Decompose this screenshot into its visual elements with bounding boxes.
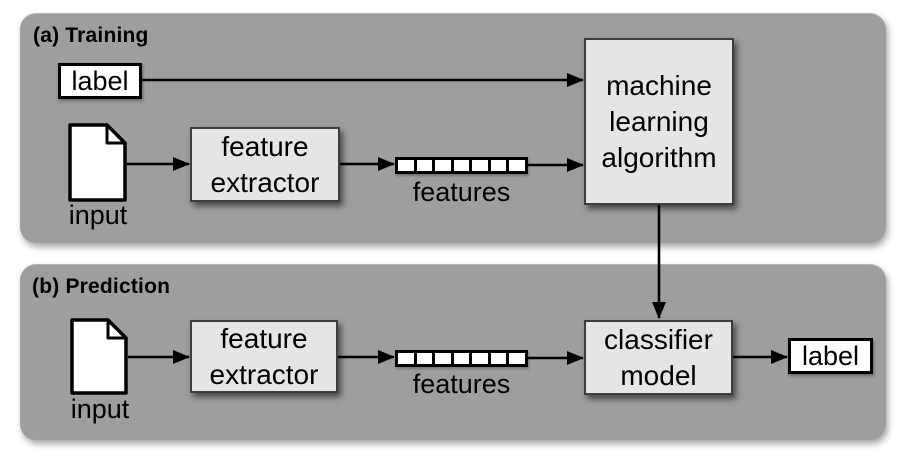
feature-cell	[506, 350, 528, 367]
box-line: model	[620, 359, 697, 391]
feature-cell	[506, 157, 528, 174]
prediction-input-caption: input	[70, 394, 130, 424]
training-label-box: label	[58, 63, 142, 99]
box-line: extractor	[209, 358, 319, 390]
box-line: feature	[220, 322, 308, 354]
prediction-label-text: label	[801, 340, 860, 371]
box-line: classifier	[604, 323, 713, 355]
prediction-feature-vector	[395, 350, 528, 367]
training-features-caption: features	[412, 177, 511, 207]
prediction-label-box: label	[788, 338, 873, 374]
prediction-input-document-icon	[70, 318, 128, 395]
training-feature-vector	[395, 157, 528, 174]
box-line: machine	[606, 69, 712, 101]
prediction-panel-title: (b) Prediction	[32, 275, 171, 298]
training-feature-extractor-box: feature extractor	[190, 127, 340, 202]
box-line: learning	[609, 105, 709, 137]
box-line: algorithm	[601, 141, 717, 173]
training-label-text: label	[71, 65, 129, 96]
box-line: feature	[221, 130, 309, 162]
classifier-model-box: classifier model	[584, 320, 733, 395]
training-input-caption: input	[68, 200, 128, 230]
prediction-feature-extractor-box: feature extractor	[190, 320, 338, 393]
machine-learning-algorithm-box: machine learning algorithm	[584, 38, 734, 205]
training-panel-title: (a) Training	[33, 24, 149, 47]
box-line: extractor	[210, 166, 320, 198]
training-panel	[20, 13, 886, 243]
training-input-document-icon	[68, 123, 127, 202]
prediction-features-caption: features	[412, 369, 511, 399]
